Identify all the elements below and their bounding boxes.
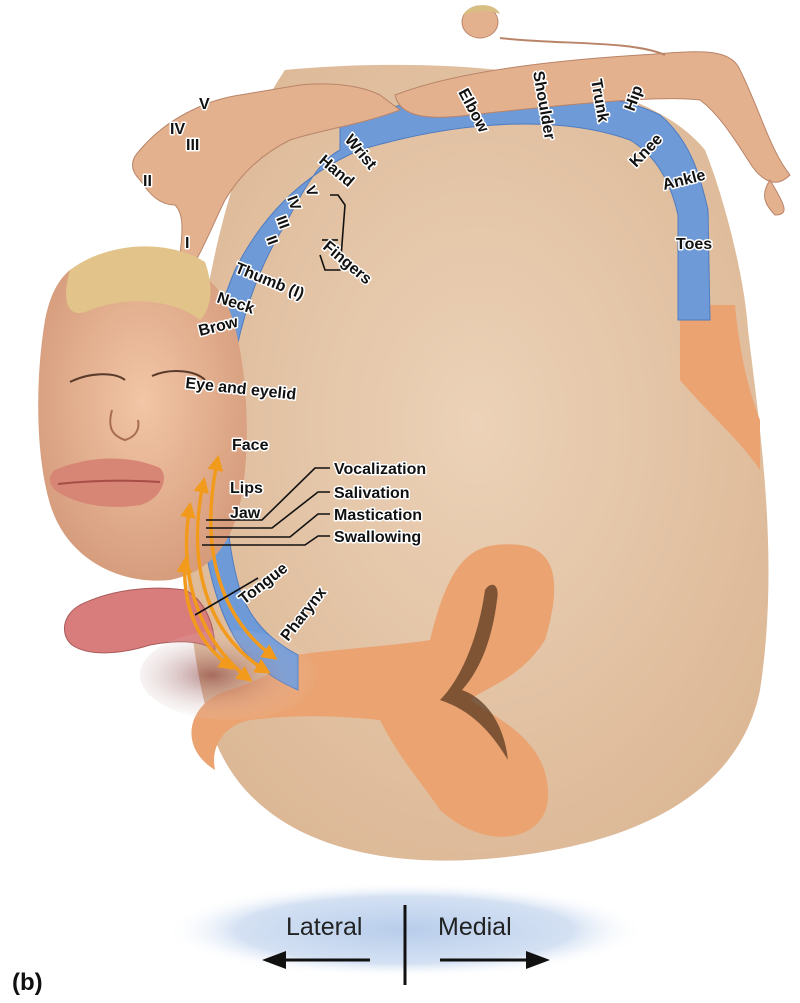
label-mastication: Mastication bbox=[334, 507, 422, 524]
label-swallowing: Swallowing bbox=[334, 529, 421, 546]
hand-finger-I: I bbox=[185, 235, 189, 252]
hand-finger-IV: IV bbox=[170, 121, 185, 138]
hand-finger-V: V bbox=[199, 96, 210, 113]
label-jaw: Jaw bbox=[230, 505, 261, 522]
hand-finger-II: II bbox=[143, 173, 152, 190]
hand-finger-III: III bbox=[186, 137, 199, 154]
homunculus-face bbox=[38, 246, 247, 580]
label-vocalization: Vocalization bbox=[334, 461, 426, 478]
label-medial: Medial bbox=[438, 913, 512, 941]
orientation-indicator: Lateral Medial bbox=[165, 882, 645, 985]
label-face: Face bbox=[232, 437, 269, 454]
label-lips: Lips bbox=[230, 480, 263, 497]
label-toes: Toes bbox=[676, 236, 712, 253]
label-lateral: Lateral bbox=[286, 913, 362, 941]
panel-label: (b) bbox=[12, 969, 43, 996]
label-salivation: Salivation bbox=[334, 485, 410, 502]
